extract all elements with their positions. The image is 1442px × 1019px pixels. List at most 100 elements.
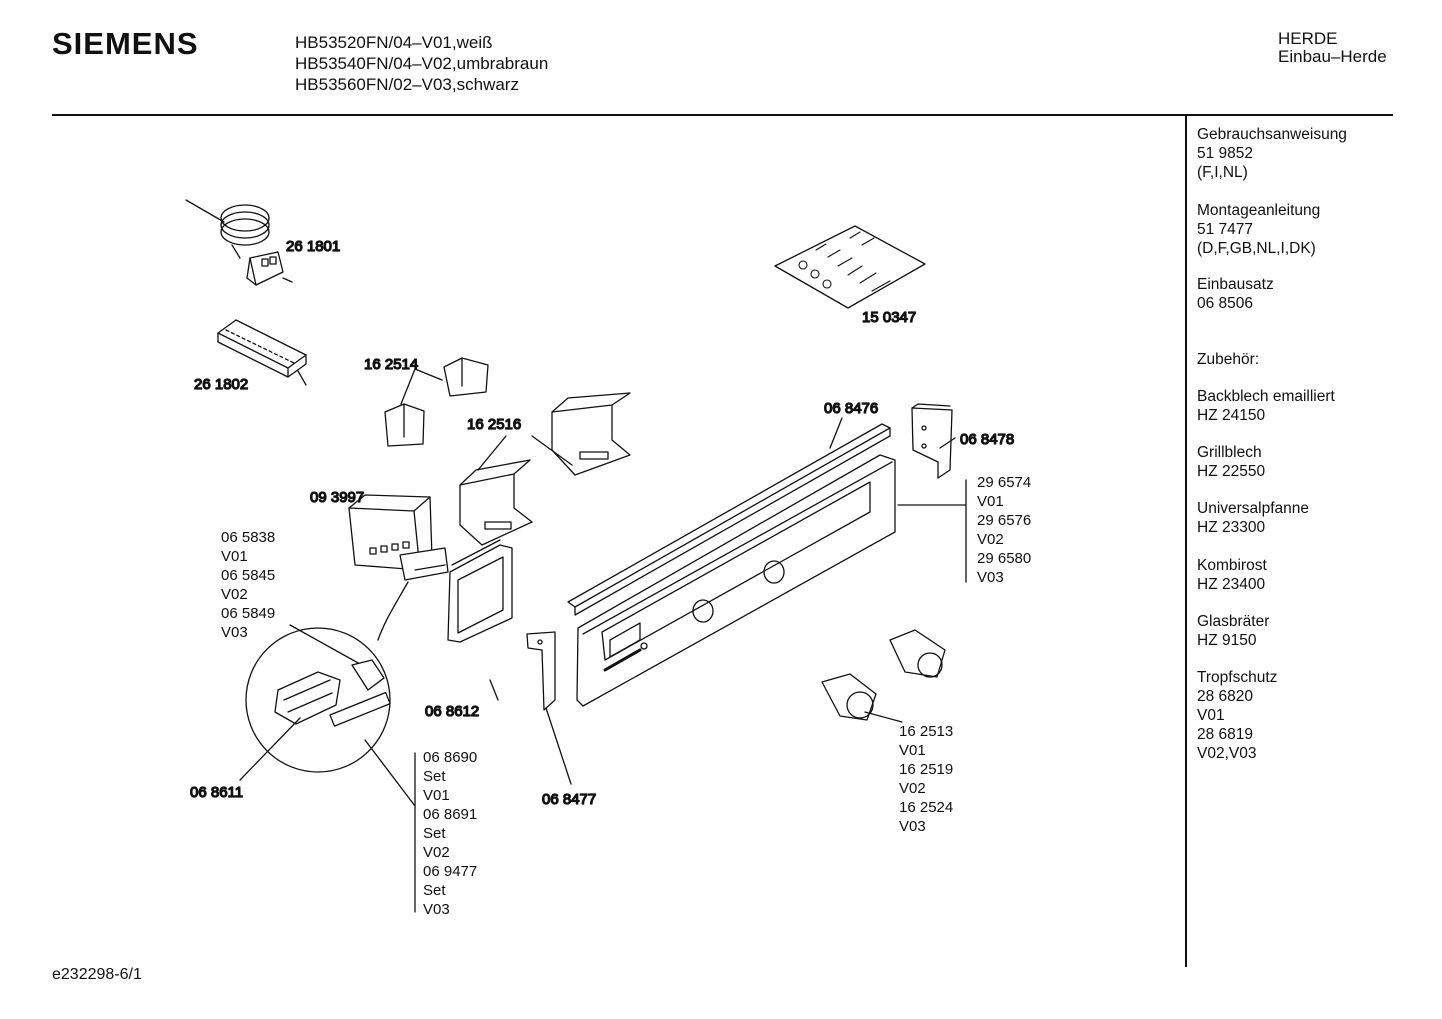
button-set-labels: 06 8690 Set V01 06 8691 Set V02 06 9477 …	[423, 748, 477, 919]
part-label: 16 2513	[899, 723, 954, 740]
part-label: 06 5845	[221, 567, 276, 584]
sidebar-line: Glasbräter	[1197, 613, 1270, 630]
sidebar-line: V02,V03	[1197, 745, 1257, 762]
model-line: HB53520FN/04–V01,weiß	[295, 33, 493, 52]
part-label: 26 1801	[286, 238, 340, 255]
part-label: 06 8691	[423, 806, 478, 823]
part-label: 06 8476	[824, 400, 878, 417]
part-label: V02	[423, 844, 450, 861]
panel-labels: 29 6574 V01 29 6576 V02 29 6580 V03	[977, 473, 1031, 587]
sidebar-line: HZ 23300	[1197, 519, 1266, 536]
doc-group-kit: Einbausatz 06 8506	[1197, 275, 1274, 313]
part-label: 09 3997	[310, 489, 364, 506]
model-list: HB53520FN/04–V01,weiß HB53540FN/04–V02,u…	[295, 32, 548, 95]
push-switch-part	[384, 357, 489, 447]
sidebar-line: 28 6819	[1197, 726, 1254, 743]
side-bracket-part	[911, 403, 953, 479]
part-label: 15 0347	[862, 309, 916, 326]
sidebar-line: Kombirost	[1197, 557, 1267, 574]
accessory-wire-rack: Kombirost HZ 23400	[1197, 556, 1267, 594]
sidebar-line: Grillblech	[1197, 444, 1262, 461]
sidebar-line: 06 8506	[1197, 295, 1254, 312]
part-label: 16 2516	[467, 416, 521, 433]
document-id: e232298-6/1	[52, 966, 142, 983]
sidebar-line: 28 6820	[1197, 688, 1254, 705]
sidebar-line: HZ 9150	[1197, 632, 1257, 649]
sidebar-line: (F,I,NL)	[1197, 164, 1248, 181]
part-label: V02	[221, 586, 248, 603]
sidebar-line: Gebrauchsanweisung	[1197, 126, 1347, 143]
sidebar-line: (D,F,GB,NL,I,DK)	[1197, 240, 1316, 257]
part-label: V01	[423, 787, 450, 804]
display-frame-part	[447, 539, 513, 643]
control-panel-part	[567, 423, 896, 707]
part-label: V01	[977, 493, 1004, 510]
part-label: V01	[221, 548, 248, 565]
sidebar-line: HZ 24150	[1197, 407, 1266, 424]
part-label: 16 2514	[364, 356, 418, 373]
part-label: 16 2519	[899, 761, 954, 778]
mounting-bracket-part	[459, 392, 631, 546]
part-label: 06 8477	[542, 791, 596, 808]
rotary-knob-labels: 16 2513 V01 16 2519 V02 16 2524 V03	[899, 722, 953, 836]
part-label: Set	[423, 768, 446, 785]
part-label: 29 6580	[977, 550, 1032, 567]
detail-magnifier	[245, 624, 391, 773]
category-line: Einbau–Herde	[1278, 47, 1387, 66]
leader-lines	[239, 417, 967, 913]
part-label: 06 9477	[423, 863, 478, 880]
doc-group-manual: Gebrauchsanweisung 51 9852 (F,I,NL)	[1197, 125, 1347, 182]
sidebar-rule	[1185, 116, 1187, 967]
model-line: HB53560FN/02–V03,schwarz	[295, 75, 519, 94]
model-line: HB53540FN/04–V02,umbrabraun	[295, 54, 549, 73]
part-label: 06 8612	[425, 703, 479, 720]
part-label: V03	[423, 901, 450, 918]
accessory-glass-roaster: Glasbräter HZ 9150	[1197, 612, 1269, 650]
accessories-heading: Zubehör:	[1197, 350, 1259, 369]
part-label: 29 6574	[977, 474, 1032, 491]
part-label: 16 2524	[899, 799, 954, 816]
knob-cap-labels: 06 5838 V01 06 5845 V02 06 5849 V03	[221, 528, 275, 642]
electronic-module-part	[348, 494, 449, 641]
part-label: 06 8611	[190, 784, 243, 801]
part-label: 06 5838	[221, 529, 276, 546]
part-label: 06 8478	[960, 431, 1014, 448]
sidebar-line: 51 9852	[1197, 145, 1254, 162]
thermostat-part	[185, 199, 293, 286]
sidebar-line: HZ 22550	[1197, 463, 1266, 480]
category-line: HERDE	[1278, 29, 1338, 48]
sidebar-line: Einbausatz	[1197, 276, 1274, 293]
accessory-drip-guard: Tropfschutz 28 6820 V01 28 6819 V02,V03	[1197, 668, 1277, 763]
sidebar-line: HZ 23400	[1197, 576, 1266, 593]
accessory-grill-tray: Grillblech HZ 22550	[1197, 443, 1265, 481]
part-label: Set	[423, 825, 446, 842]
part-label: V02	[899, 780, 926, 797]
doc-group-install: Montageanleitung 51 7477 (D,F,GB,NL,I,DK…	[1197, 201, 1320, 258]
part-label: V02	[977, 531, 1004, 548]
category-label: HERDE Einbau–Herde	[1278, 30, 1387, 66]
part-label: V03	[899, 818, 926, 835]
sidebar-line: V01	[1197, 707, 1225, 724]
part-label: V03	[221, 624, 248, 641]
sidebar-line: Zubehör:	[1197, 351, 1260, 368]
part-label: V03	[977, 569, 1004, 586]
sidebar-line: Universalpfanne	[1197, 500, 1310, 517]
accessory-universal-pan: Universalpfanne HZ 23300	[1197, 499, 1309, 537]
part-label: V01	[899, 742, 926, 759]
part-label: 29 6576	[977, 512, 1032, 529]
accessory-baking-tray: Backblech emailliert HZ 24150	[1197, 387, 1335, 425]
sidebar-line: 51 7477	[1197, 221, 1254, 238]
brand-logo: SIEMENS	[52, 26, 199, 61]
selector-switch-part	[217, 319, 307, 386]
part-label: 06 8690	[423, 749, 478, 766]
part-label: 26 1802	[194, 376, 248, 393]
sidebar-line: Montageanleitung	[1197, 202, 1321, 219]
side-bracket-part	[526, 631, 572, 785]
part-label: 06 5849	[221, 605, 276, 622]
sidebar-line: Tropfschutz	[1197, 669, 1278, 686]
sidebar-line: Backblech emailliert	[1197, 388, 1335, 405]
screw-bag-part	[774, 225, 926, 309]
header-rule	[52, 114, 1393, 116]
rotary-knob-part	[821, 629, 946, 723]
